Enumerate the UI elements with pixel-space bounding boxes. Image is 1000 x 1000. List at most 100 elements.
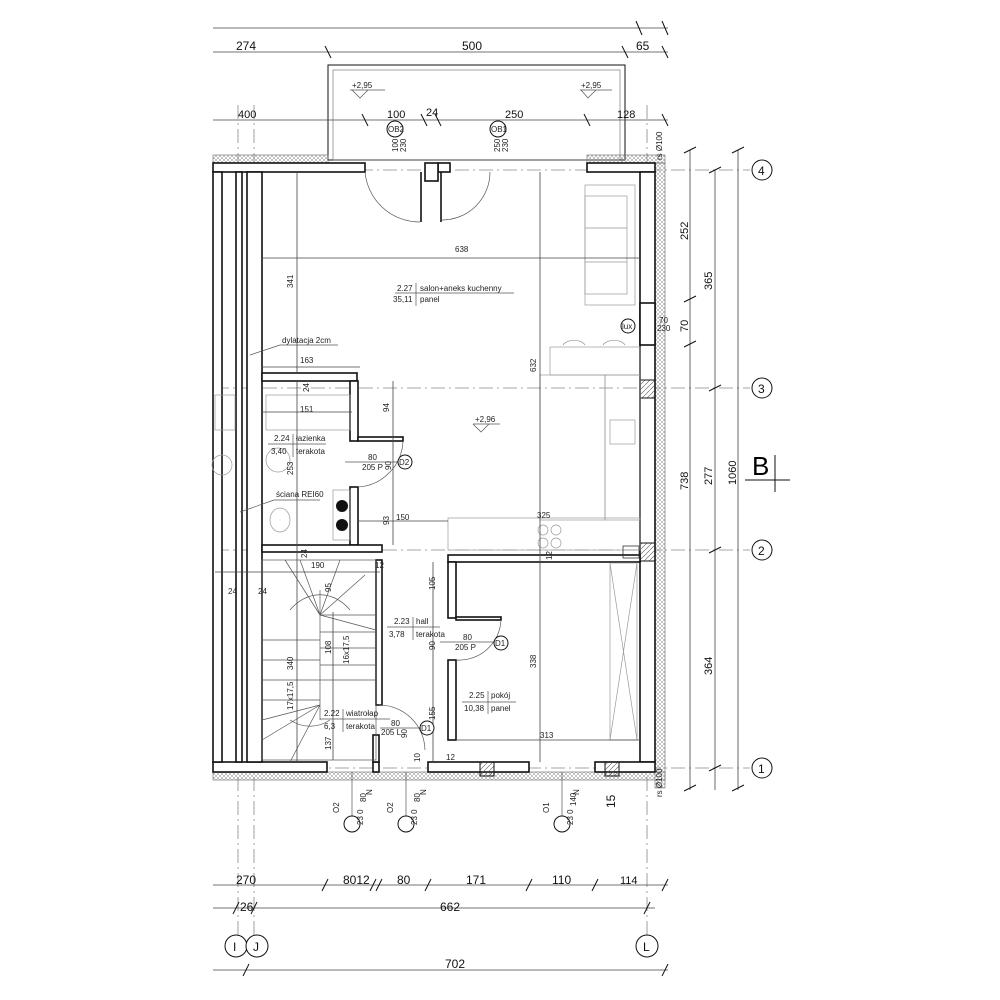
furniture [211, 184, 641, 741]
dim-10: 10 [413, 753, 422, 762]
room-area: 3,40 [271, 447, 287, 456]
dim-702: 702 [445, 957, 465, 971]
balcony [327, 64, 626, 161]
axis-label: I [233, 940, 236, 954]
room-name: wiatrołap [345, 709, 379, 718]
dim-365: 365 [703, 272, 715, 290]
room-floor: terakota [416, 630, 445, 639]
window-height: 23 0 [410, 809, 419, 825]
level-marker-right: +2,95 [580, 81, 612, 99]
dim-108: 108 [324, 640, 333, 654]
room-number: 2.25 [469, 691, 485, 700]
room-area: 35,11 [393, 295, 413, 304]
dim-8012: 8012 [343, 873, 370, 887]
grid-axis-2: 2 [751, 539, 773, 561]
grid-axis-1: 1 [751, 757, 773, 779]
insulation-top-right [586, 154, 666, 164]
dim-325: 325 [537, 511, 551, 520]
pipe-label-bottom: rs Ø100 [655, 768, 664, 797]
dim-364: 364 [703, 657, 715, 675]
axis-label: 3 [758, 382, 765, 396]
dim-500: 500 [462, 39, 482, 53]
dim-137: 137 [324, 736, 333, 750]
stairs-lower-spec: 17x17,5 [286, 681, 295, 710]
dim-94: 94 [382, 403, 391, 412]
door-swings [357, 171, 502, 751]
insulation-right [654, 162, 666, 789]
level-text: +2,95 [352, 81, 373, 90]
window-height: 230 [399, 138, 408, 152]
window-tag-ob1 [489, 120, 507, 138]
axis-label: L [643, 940, 650, 954]
dim-24: 24 [300, 549, 309, 558]
door-width: 80 [391, 719, 400, 728]
dim-105: 105 [428, 576, 437, 590]
door-dim: 90 [400, 729, 409, 738]
dim-1060: 1060 [727, 461, 739, 485]
room-floor: panel [420, 295, 440, 304]
axis-label: 2 [758, 544, 765, 558]
dim-12: 12 [545, 551, 554, 560]
side-window-width: 70 [659, 316, 668, 325]
room-number: 2.22 [324, 709, 340, 718]
dim-15: 15 [604, 794, 618, 808]
door-width: 80 [463, 633, 472, 642]
dim-95: 95 [324, 583, 333, 592]
room-label-lazienka: 2.24 łazienka 3,40 terakota [268, 434, 326, 457]
dim-150: 150 [396, 513, 410, 522]
grid-lines [215, 105, 750, 935]
window-size: 140 [569, 792, 578, 806]
window-tag: O2 [386, 802, 395, 813]
room-area: 6,3 [324, 722, 336, 731]
dim-100: 100 [387, 109, 405, 121]
note-wall: ściana REI60 [239, 490, 324, 513]
door-width: 80 [368, 453, 377, 462]
door-dim: 90 [384, 461, 393, 470]
door-height: 205 P [362, 463, 383, 472]
dim-80: 80 [397, 873, 411, 887]
door-height: 205 P [455, 643, 476, 652]
window-height: 23 0 [566, 809, 575, 825]
dim-163: 163 [300, 356, 314, 365]
window-tag: O2 [332, 802, 341, 813]
dim-12: 12 [375, 561, 384, 570]
walls [212, 162, 656, 777]
level-marker-floor: +2,96 [472, 415, 500, 433]
room-floor: panel [491, 704, 511, 713]
room-number: 2.27 [397, 284, 413, 293]
room-label-salon: 2.27 salon+aneks kuchenny 35,11 panel [393, 283, 514, 306]
dim-338: 338 [529, 654, 538, 668]
room-name: salon+aneks kuchenny [420, 284, 502, 293]
door-d1-hall: 80 205 P 90 D1 [428, 633, 509, 652]
level-text: +2,95 [581, 81, 602, 90]
insulation-bottom [212, 771, 666, 781]
dim-632: 632 [529, 358, 538, 372]
room-area: 10,38 [464, 704, 485, 713]
window-size: 80 [413, 793, 422, 802]
door-tag: D1 [421, 724, 432, 733]
note-text: ściana REI60 [276, 490, 324, 499]
dim-274: 274 [236, 39, 256, 53]
dim-250: 250 [505, 109, 523, 121]
room-number: 2.23 [394, 617, 410, 626]
grid-axis-J: J [245, 934, 269, 958]
window-tag-text: OB2 [388, 125, 405, 134]
dim-400: 400 [238, 109, 256, 121]
lux-tag [620, 318, 636, 334]
door-height: 205 L [381, 728, 402, 737]
room-floor: terakota [346, 722, 375, 731]
bottom-window-2: O2 80 23 0 N [386, 772, 428, 833]
axis-label: 4 [758, 164, 765, 178]
room-name: łazienka [296, 434, 326, 443]
window-n: N [419, 789, 428, 795]
note-text: dylatacja 2cm [282, 336, 331, 345]
dim-93: 93 [382, 516, 391, 525]
door-d1-entry: 80 205 L 90 D1 [380, 719, 435, 738]
window-n: N [572, 789, 581, 795]
dim-12: 12 [446, 753, 455, 762]
window-height: 230 [501, 138, 510, 152]
window-tag: O1 [542, 802, 551, 813]
dim-738: 738 [679, 472, 691, 490]
dim-190: 190 [311, 561, 325, 570]
